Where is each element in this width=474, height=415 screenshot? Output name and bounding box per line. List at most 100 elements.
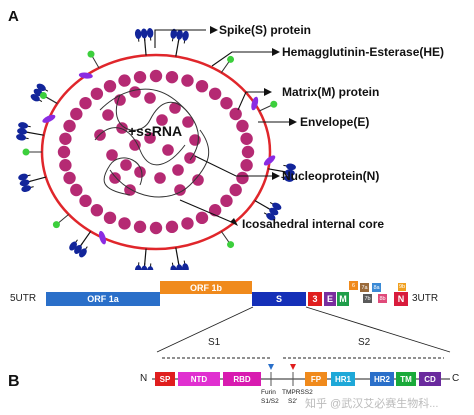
- nucleoprotein-bead: [133, 220, 147, 234]
- orf-8b: 8b: [378, 294, 387, 303]
- nucleoprotein-bead: [229, 183, 242, 197]
- s1s2-label: S1/S2: [261, 398, 279, 405]
- nucleoprotein-bead: [116, 122, 128, 134]
- spike-protein: [16, 122, 44, 141]
- nucleoprotein-bead: [70, 107, 83, 121]
- spike-protein: [170, 247, 189, 270]
- callout-nucleo: Nucleoprotein(N): [282, 169, 380, 183]
- spike-protein: [170, 28, 189, 57]
- segment-orf1b: ORF 1b: [160, 281, 252, 294]
- segment-s: S: [252, 292, 306, 306]
- nucleoprotein-bead: [149, 69, 163, 83]
- s2-label: S2: [358, 337, 371, 348]
- genome-3utr: 3UTR: [412, 293, 439, 304]
- s1-label: S1: [208, 337, 221, 348]
- callout-arrowheads: [210, 26, 297, 226]
- nucleoprotein-bead: [63, 171, 76, 185]
- nucleoprotein-bead: [133, 70, 147, 84]
- he-protein: [220, 55, 235, 73]
- n-terminus: N: [140, 373, 148, 384]
- c-terminus: C: [452, 373, 460, 384]
- nucleoprotein-bead: [229, 107, 242, 121]
- nucleoprotein-bead: [241, 145, 255, 159]
- envelope-protein: [42, 114, 56, 123]
- s2prime-label: S2': [288, 398, 298, 405]
- he-callout-line: [211, 51, 276, 67]
- nucleocapsid-beads: [57, 69, 255, 235]
- nucleoprotein-bead: [118, 74, 131, 87]
- spike-protein: [134, 248, 154, 270]
- nucleoprotein-bead: [103, 211, 117, 225]
- orf-7a: 7a: [360, 283, 369, 292]
- nucleoprotein-bead: [181, 74, 194, 87]
- domain-cd: CD: [419, 372, 441, 386]
- matrix-callout-line: [237, 91, 268, 111]
- envelope-protein: [251, 96, 259, 111]
- nucleoprotein-bead: [169, 102, 181, 114]
- spike-protein: [18, 173, 47, 192]
- domain-fp: FP: [305, 372, 327, 386]
- nucleoprotein-bead: [57, 145, 71, 159]
- viral-envelope: [40, 53, 272, 251]
- envelope-protein: [78, 72, 93, 79]
- nucleoprotein-bead: [70, 183, 83, 197]
- nucleoprotein-bead: [195, 79, 209, 93]
- he-protein: [39, 92, 58, 104]
- nucleoprotein-bead: [118, 217, 131, 230]
- callout-he: Hemagglutinin-Esterase(HE): [282, 45, 445, 59]
- nucleoprotein-bead: [106, 149, 118, 161]
- nucleoprotein-bead: [165, 220, 179, 234]
- tmprss2-site-marker: [290, 364, 296, 370]
- envelope-protein: [98, 230, 107, 245]
- core-callout-line: [179, 199, 237, 225]
- genome-5utr: 5UTR: [10, 293, 37, 304]
- nucleoprotein-bead: [134, 166, 146, 178]
- he-protein: [52, 213, 69, 229]
- nucleoprotein-bead: [59, 132, 72, 146]
- nucleoprotein-bead: [181, 217, 194, 230]
- nucleoprotein-bead: [240, 158, 253, 172]
- nucleoprotein-bead: [172, 164, 184, 176]
- nucleoprotein-bead: [165, 70, 179, 84]
- nucleoprotein-bead: [189, 134, 201, 146]
- nucleoprotein-bead: [182, 116, 194, 128]
- nucleoprotein-bead: [174, 184, 186, 196]
- nucleoprotein-bead: [102, 109, 114, 121]
- nucleoprotein-bead: [144, 92, 156, 104]
- nucleoprotein-bead: [156, 114, 168, 126]
- nucleoprotein-bead: [90, 87, 104, 100]
- nucleoprotein-bead: [208, 87, 222, 100]
- spike-protein: [69, 231, 92, 258]
- domain-hr1: HR1: [331, 372, 355, 386]
- callout-lines: [154, 29, 292, 225]
- nucleoprotein-bead: [154, 172, 166, 184]
- virion-diagram: [16, 26, 297, 270]
- he-protein: [220, 231, 235, 249]
- furin-label: Furin: [261, 389, 276, 396]
- furin-site-marker: [268, 364, 274, 370]
- nucleoprotein-bead: [79, 96, 92, 110]
- nucleoprotein-bead: [63, 119, 76, 133]
- spike-protein: [254, 199, 282, 221]
- orf-8a: 8a: [372, 283, 381, 292]
- callout-spike: Spike(S) protein: [219, 23, 312, 37]
- panel-b-label: B: [8, 373, 20, 390]
- domain-rbd: RBD: [223, 372, 261, 386]
- ssrna-label: +ssRNA: [128, 123, 183, 139]
- watermark: 知乎 @武汉艾必赛生物科...: [305, 398, 439, 410]
- spike-protein: [268, 163, 296, 182]
- segment-e: E: [324, 292, 336, 306]
- he-protein: [259, 100, 278, 112]
- he-protein: [87, 50, 100, 69]
- nucleo-callout-line: [194, 155, 275, 177]
- domain-hr2: HR2: [370, 372, 394, 386]
- spike-callout-line: [154, 29, 206, 48]
- callout-matrix: Matrix(M) protein: [282, 85, 380, 99]
- nucleoprotein-bead: [103, 79, 117, 93]
- nucleoprotein-bead: [59, 158, 72, 172]
- nucleoprotein-bead: [162, 144, 174, 156]
- nucleoprotein-bead: [220, 194, 233, 208]
- orf-7b: 7b: [363, 294, 372, 303]
- rna-strands: [94, 88, 210, 198]
